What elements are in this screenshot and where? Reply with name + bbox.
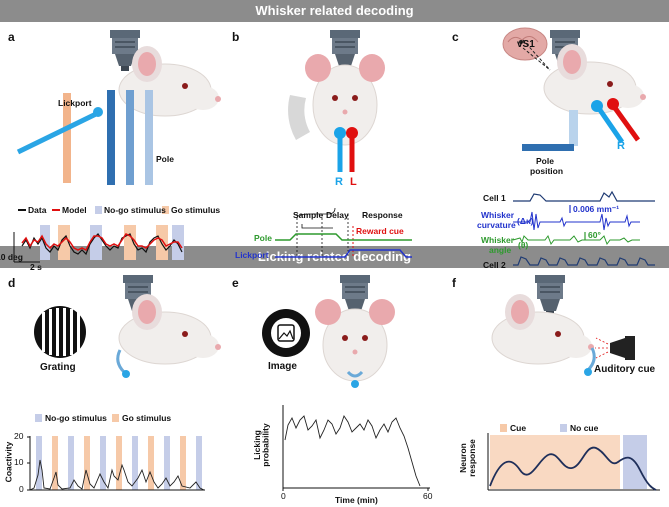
legend-go: Go stimulus (171, 205, 221, 215)
right-spout (591, 100, 603, 112)
xtick-60: 60 (423, 491, 433, 501)
ytick-0: 0 (19, 484, 24, 494)
legend-nogo: No-go stimulus (104, 205, 166, 215)
pole-position-label-1: Pole (536, 156, 554, 166)
angle-label-2: angle (489, 245, 512, 255)
legend-cue: Cue (510, 423, 527, 433)
left-spout (346, 127, 358, 139)
panel-d-chart (27, 414, 205, 491)
panel-a-trace (13, 206, 184, 263)
scale-y-label: 10 deg (0, 252, 23, 262)
pole-label: Pole (156, 154, 174, 164)
lickport-trace-label: Lickport (235, 250, 269, 260)
pole-position-bar (522, 144, 574, 151)
left-spout (607, 98, 619, 110)
panel-f-letter: f (452, 276, 456, 290)
pole-position-1 (107, 90, 115, 185)
right-spout (334, 127, 346, 139)
mouse-illustration (118, 293, 222, 365)
neuron-axis-label-2: response (466, 439, 477, 477)
legend-data: Data (28, 205, 47, 215)
mouse-illustration (118, 45, 222, 117)
panel-b-letter: b (232, 30, 240, 44)
mouse-front (312, 64, 378, 146)
reward-cue-label: Reward cue (356, 226, 404, 236)
legend-model: Model (62, 205, 87, 215)
left-spout-label: L (350, 176, 357, 188)
panel-d-illustration (34, 275, 222, 378)
coactivity-axis-label: Coactivity (3, 441, 14, 483)
time-axis-label: Time (min) (335, 495, 378, 505)
angle-symbol: (θ) (518, 240, 529, 250)
panel-c-traces (512, 190, 655, 266)
scale-x-label: 2 s (30, 262, 42, 272)
phase-delay: Delay (326, 210, 349, 220)
panel-e-chart (282, 405, 430, 491)
angle-label-1: Whisker (481, 235, 515, 245)
auditory-cue-label: Auditory cue (594, 364, 656, 375)
lickport-arm (16, 111, 98, 155)
licking-axis-label-2: probability (260, 423, 271, 467)
panel-b-illustration (288, 30, 385, 172)
microscope-icon (535, 275, 565, 316)
lickport-label: Lickport (58, 98, 92, 108)
ytick-20: 20 (14, 431, 24, 441)
vs1-label: vS1 (517, 39, 535, 50)
pole-trace-label: Pole (254, 233, 272, 243)
panel-f-illustration (491, 275, 635, 376)
legend-nogo: No-go stimulus (45, 413, 107, 423)
brain-icon (502, 27, 548, 61)
pole-position-3 (145, 90, 153, 185)
xtick-0: 0 (281, 491, 286, 501)
whisker-decoding-banner: Whisker related decoding (0, 0, 669, 22)
speaker-icon (610, 338, 625, 358)
pole (569, 110, 578, 146)
ytick-10: 10 (14, 457, 24, 467)
pole-position-label-2: position (530, 166, 564, 176)
legend-no-cue: No cue (570, 423, 599, 433)
image-label: Image (268, 361, 297, 372)
go-stimulus-bar (63, 93, 71, 183)
panel-c-illustration (502, 27, 647, 151)
curvature-label-2: curvature (477, 220, 516, 230)
panel-a-illustration (16, 30, 222, 185)
curvature-symbol: (Δκ) (517, 216, 534, 226)
scale-curvature: 0.006 mm⁻¹ (573, 204, 620, 214)
scale-angle: 60° (588, 230, 601, 240)
right-spout-label: R (335, 176, 343, 188)
panel-f-chart (487, 424, 660, 491)
lickport-spout (93, 107, 103, 117)
grating-label: Grating (40, 362, 76, 373)
panel-c-letter: c (452, 30, 459, 44)
phase-sample: Sample (293, 210, 324, 220)
cell-2-label: Cell 2 (483, 260, 506, 270)
legend-go: Go stimulus (122, 413, 172, 423)
pole-position-2 (126, 90, 134, 185)
panel-b-timing-diagram (275, 207, 412, 258)
panel-a-letter: a (8, 30, 15, 44)
curvature-label-1: Whisker (481, 210, 515, 220)
right-spout-label: R (617, 140, 625, 152)
panel-d-letter: d (8, 276, 16, 290)
panel-e-illustration (262, 275, 395, 388)
panel-e-letter: e (232, 276, 239, 290)
pole-arc (288, 95, 310, 140)
phase-response: Response (362, 210, 403, 220)
cell-1-label: Cell 1 (483, 193, 506, 203)
